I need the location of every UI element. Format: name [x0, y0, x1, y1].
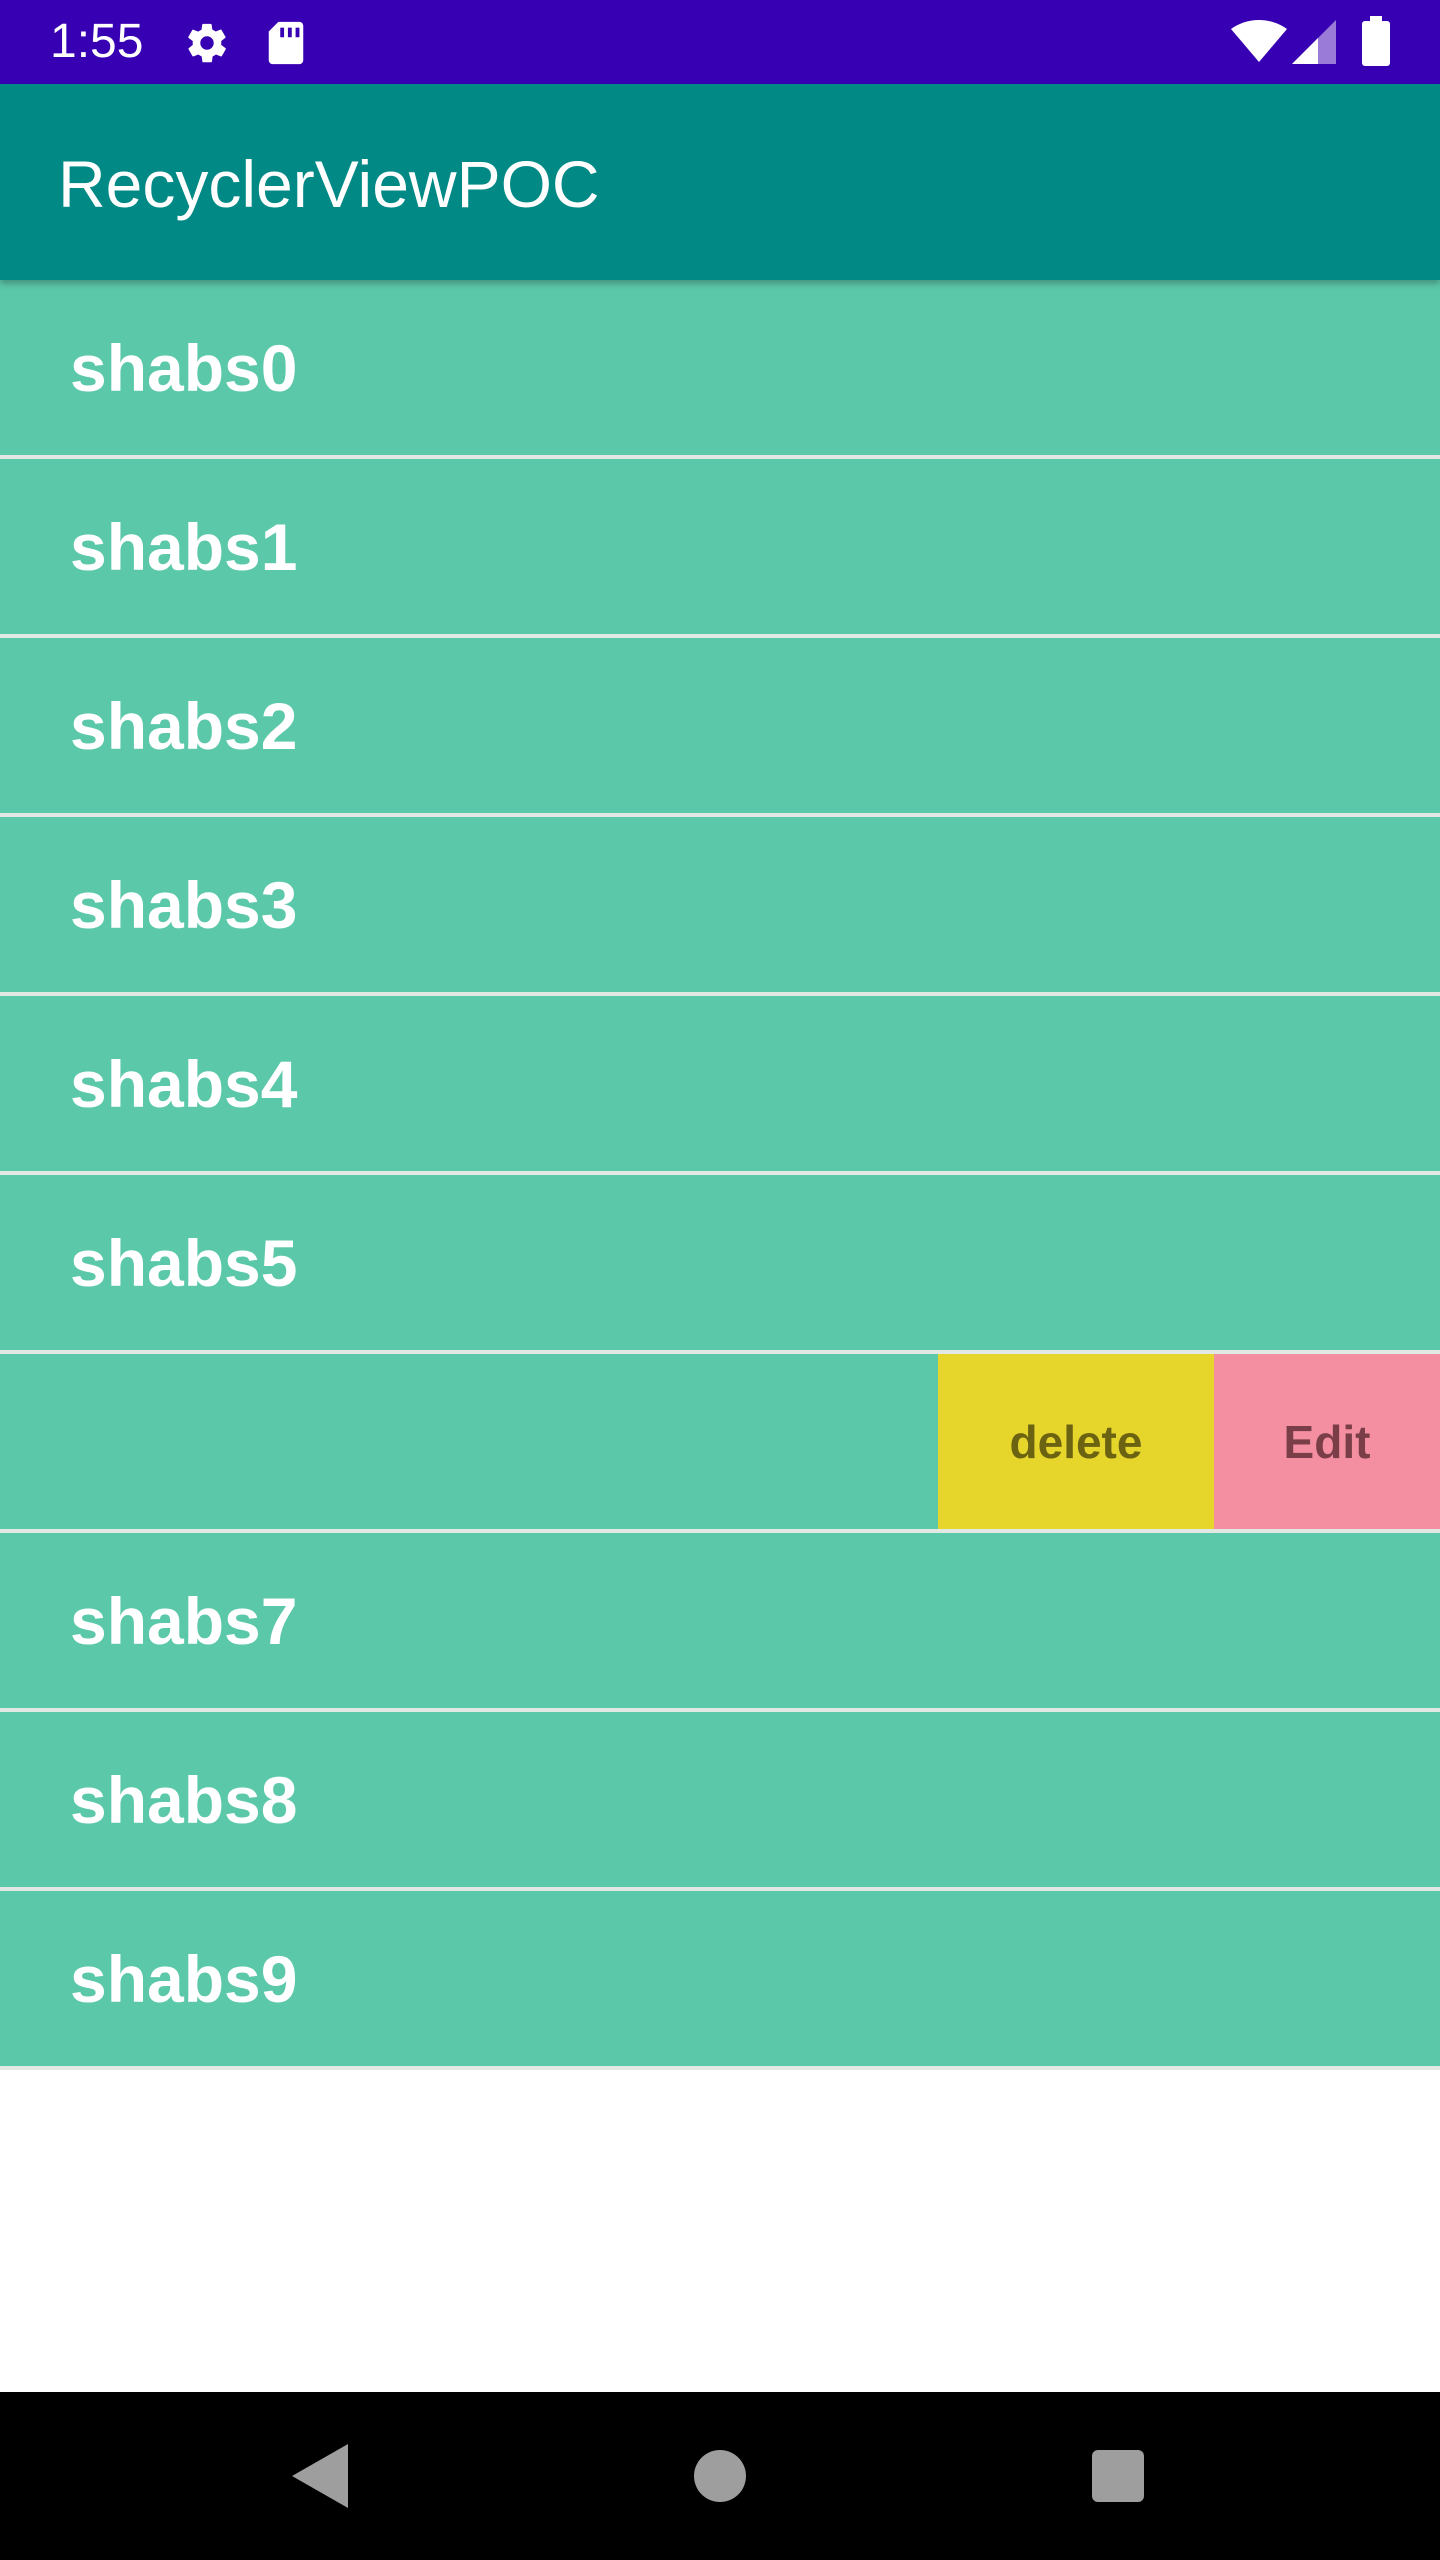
- delete-button[interactable]: delete: [938, 1354, 1214, 1529]
- list-item-label: shabs9: [70, 1941, 298, 2016]
- list-item-label: shabs7: [70, 1583, 298, 1658]
- recents-button[interactable]: [1034, 2392, 1202, 2560]
- list-item-label: shabs0: [70, 330, 298, 405]
- app-bar: RecyclerViewPOC: [0, 84, 1440, 280]
- list-item-label: shabs1: [70, 509, 298, 584]
- list-item[interactable]: shabs7: [0, 1533, 1440, 1712]
- list-item-label: shabs4: [70, 1046, 298, 1121]
- edit-button[interactable]: Edit: [1214, 1354, 1440, 1529]
- list-item-label: shabs5: [70, 1225, 298, 1300]
- status-time: 1:55: [50, 15, 144, 68]
- back-button[interactable]: [234, 2392, 402, 2560]
- list-item-label: shabs3: [70, 867, 298, 942]
- list-item-swiped[interactable]: delete Edit: [0, 1354, 1440, 1533]
- back-icon: [292, 2444, 348, 2508]
- sd-card-icon: [268, 21, 304, 65]
- list-item[interactable]: shabs0: [0, 280, 1440, 459]
- list-item[interactable]: shabs5: [0, 1175, 1440, 1354]
- cellular-signal-icon: [1292, 20, 1336, 64]
- recycler-list[interactable]: shabs0 shabs1 shabs2 shabs3 shabs4 shabs…: [0, 280, 1440, 2070]
- list-item[interactable]: shabs8: [0, 1712, 1440, 1891]
- navigation-bar: [0, 2392, 1440, 2560]
- settings-gear-icon: [188, 23, 226, 63]
- wifi-icon: [1231, 20, 1287, 62]
- list-item[interactable]: shabs9: [0, 1891, 1440, 2070]
- app-title: RecyclerViewPOC: [58, 147, 600, 221]
- list-item[interactable]: shabs4: [0, 996, 1440, 1175]
- list-item[interactable]: shabs3: [0, 817, 1440, 996]
- battery-icon: [1362, 16, 1390, 66]
- home-icon: [694, 2450, 746, 2502]
- recents-icon: [1092, 2450, 1144, 2502]
- home-button[interactable]: [636, 2392, 804, 2560]
- list-item[interactable]: shabs2: [0, 638, 1440, 817]
- list-item[interactable]: shabs1: [0, 459, 1440, 638]
- status-bar: 1:55: [0, 0, 1440, 84]
- list-item-label: shabs2: [70, 688, 298, 763]
- list-item-label: shabs8: [70, 1762, 298, 1837]
